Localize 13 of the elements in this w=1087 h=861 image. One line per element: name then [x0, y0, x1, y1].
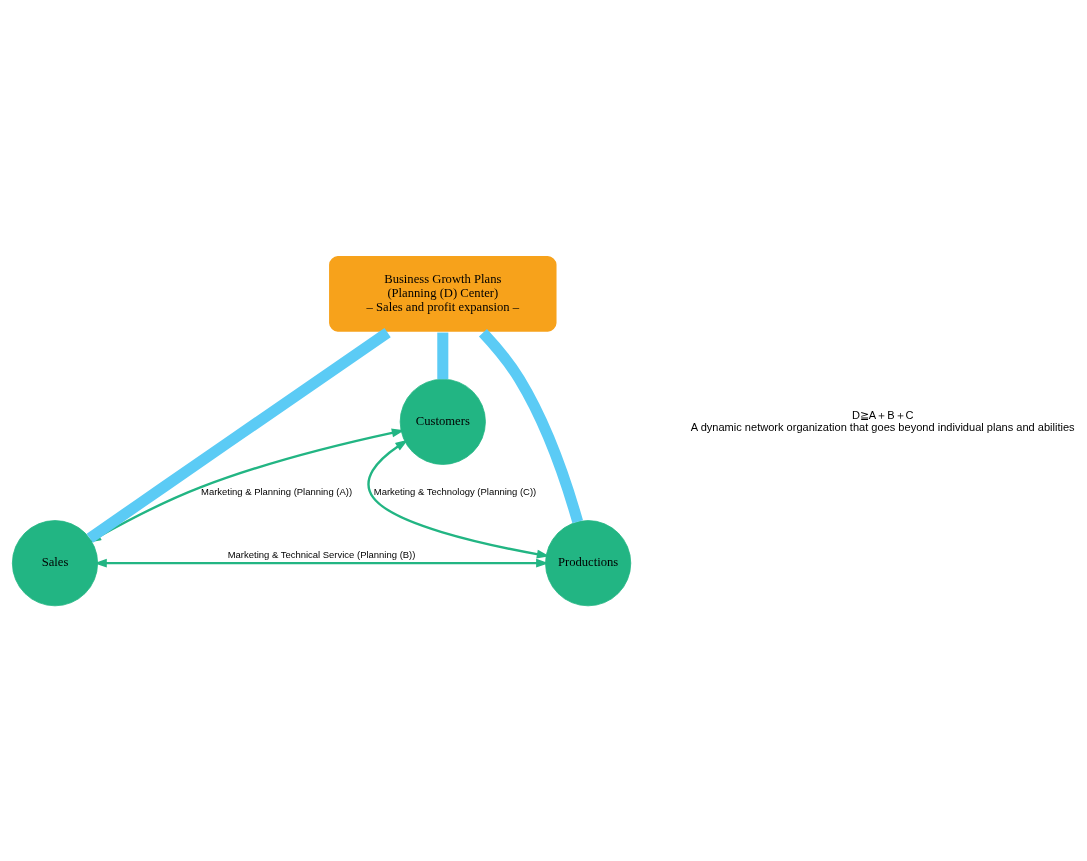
node-circle: Productions: [545, 520, 632, 607]
node-box: Business Growth Plans (Planning (D) Center) – Sales and profit expansion –: [327, 254, 559, 334]
connector: [478, 329, 583, 524]
label: A dynamic network organization that goes beyond individual plans and abilities: [690, 420, 1075, 433]
edge-label: Marketing & Technical Service (Planning (B)): [227, 549, 416, 561]
label: D≧A＋B＋C: [851, 408, 914, 421]
node-circle: Sales: [11, 520, 99, 607]
arrow: [94, 558, 549, 568]
edge-label: Marketing & Technology (Planning (C)): [373, 485, 537, 497]
edge-label: Marketing & Planning (Planning (A)): [201, 485, 353, 497]
connector: [437, 332, 449, 380]
node-circle: Customers: [399, 378, 486, 465]
arrow: [367, 439, 550, 559]
